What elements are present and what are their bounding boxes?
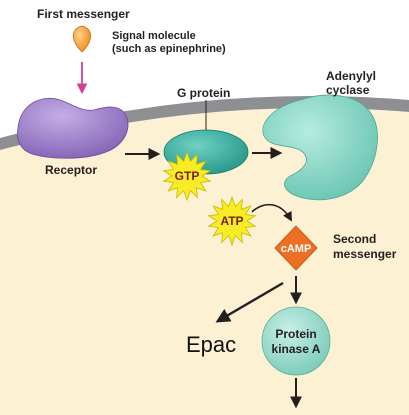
protein-kinase-a-icon bbox=[261, 306, 331, 376]
signal-molecule-label-line2: (such as epinephrine) bbox=[112, 43, 226, 55]
adenylyl-cyclase-label-line2: cyclase bbox=[326, 83, 370, 97]
gtp-label: GTP bbox=[175, 169, 200, 183]
pka-label-line1: Protein bbox=[275, 327, 316, 341]
second-messenger-label-line2: messenger bbox=[333, 247, 397, 261]
signal-molecule-label-line1: Signal molecule bbox=[112, 30, 196, 42]
gtp-starburst-icon bbox=[162, 150, 212, 202]
receptor-icon bbox=[17, 97, 129, 159]
adenylyl-cyclase-label-line1: Adenylyl bbox=[326, 69, 376, 83]
camp-label: cAMP bbox=[281, 243, 312, 255]
second-messenger-label-line1: Second bbox=[333, 232, 376, 246]
signal-molecule-icon bbox=[72, 25, 92, 53]
pka-label-line2: kinase A bbox=[272, 342, 321, 356]
atp-starburst-icon bbox=[207, 195, 257, 247]
camp-to-epac-arrow bbox=[215, 281, 284, 323]
epac-label: Epac bbox=[186, 332, 236, 357]
camp-diamond-icon bbox=[274, 225, 318, 271]
g-protein-label: G protein bbox=[177, 86, 230, 100]
atp-to-camp-arrow bbox=[251, 203, 292, 222]
first-messenger-label: First messenger bbox=[37, 7, 130, 21]
receptor-label: Receptor bbox=[45, 163, 97, 177]
atp-label: ATP bbox=[220, 214, 243, 228]
adenylyl-cyclase-icon bbox=[262, 94, 378, 201]
